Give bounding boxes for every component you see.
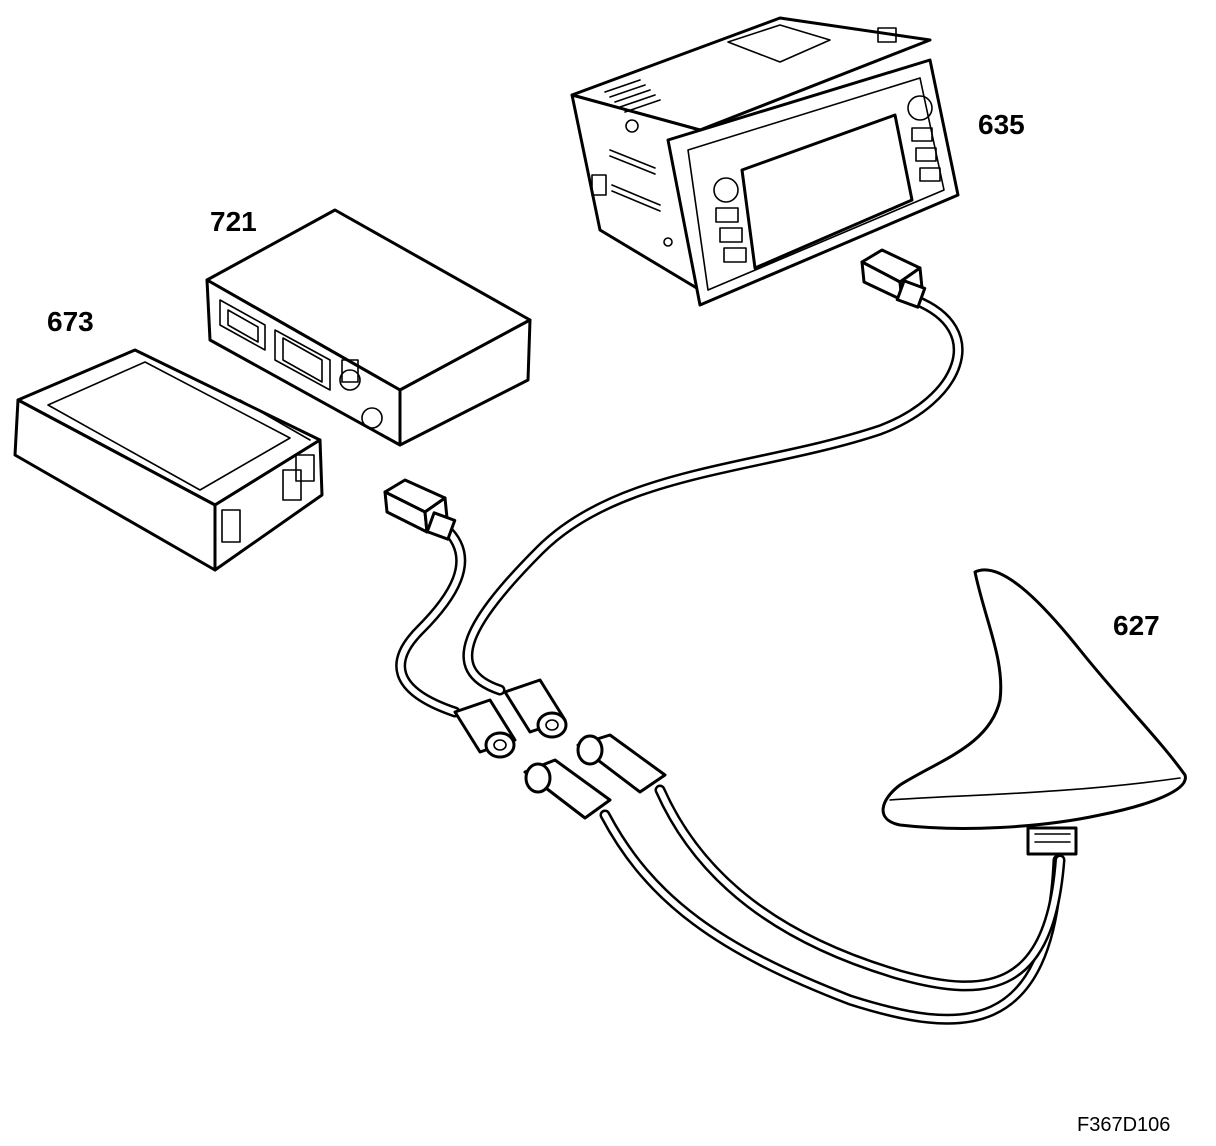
fakra-connector-4 [523, 758, 612, 820]
figure-reference: F367D106 [1077, 1114, 1171, 1136]
cable-635-to-721 [462, 294, 964, 696]
cable-673-to-antenna [395, 522, 467, 718]
module-673 [13, 348, 324, 572]
label-673: 673 [47, 306, 94, 337]
label-635: 635 [978, 109, 1025, 140]
label-627: 627 [1113, 610, 1160, 641]
roof-antenna [881, 568, 1187, 856]
navigation-radio-unit [570, 16, 960, 307]
antenna-cable-upper [654, 784, 1066, 992]
fakra-connector-2 [503, 678, 568, 739]
fakra-connector-3 [576, 733, 667, 794]
fakra-connector-1 [453, 698, 517, 759]
connector-673 [383, 478, 457, 541]
antenna-cable-lower [599, 809, 1064, 1025]
label-721: 721 [210, 206, 257, 237]
connector-635 [860, 248, 927, 309]
control-module-721 [205, 208, 532, 447]
